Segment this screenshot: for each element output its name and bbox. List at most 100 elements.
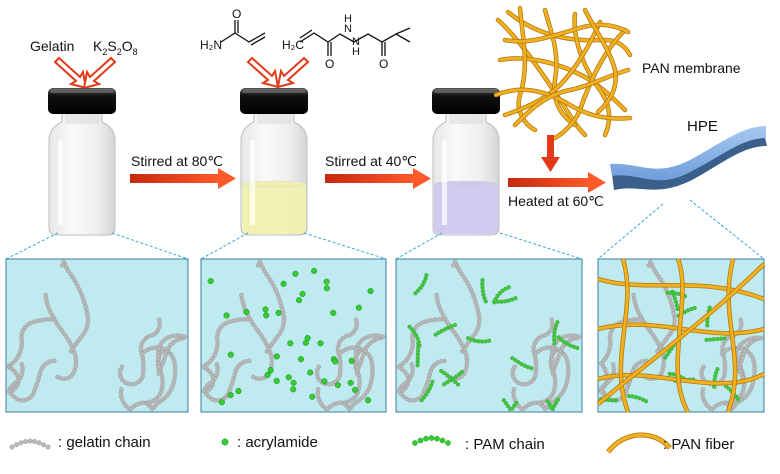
pam-bead (505, 403, 511, 409)
pam-bead (455, 382, 461, 387)
step-arrow-1 (130, 168, 236, 189)
pam-bead (513, 358, 518, 363)
acrylamide-dot (348, 357, 355, 364)
pam-bead (705, 323, 710, 328)
acrylamide-dot (367, 288, 374, 295)
gelatin-chains-1 (6, 259, 188, 412)
acrylamide-dots (207, 267, 374, 406)
pam-bead (441, 382, 447, 387)
bis-h2-label: H (352, 46, 360, 58)
acrylamide-dot (365, 397, 372, 404)
acrylamide-dot (317, 340, 324, 347)
pam-bead (454, 374, 459, 379)
bis-n1-label: N (344, 23, 352, 35)
pan-fiber (726, 258, 737, 413)
gelatin-bead (59, 263, 65, 268)
acrylamide-dot (352, 386, 359, 393)
pan-fiber-icon (606, 432, 672, 454)
pam-bead (482, 295, 487, 301)
pan-fiber (597, 262, 766, 406)
pan-membrane (493, 5, 633, 141)
pam-bead (626, 393, 632, 399)
pam-bead (424, 392, 429, 397)
acrylamide-dot (355, 304, 362, 311)
acrylamide-dot (334, 382, 341, 389)
gelatin-bead (239, 292, 244, 298)
gelatin-bead (144, 401, 150, 407)
pam-bead (671, 372, 676, 377)
acrylamide-dot (262, 306, 269, 313)
pam-bead (480, 281, 485, 286)
pam-bead (409, 327, 415, 332)
watermark-text: 头条号 / 纳米能源 (677, 454, 780, 470)
gelatin-bead (631, 292, 636, 298)
step-label-1: Stirred at 80℃ (131, 153, 223, 169)
pam-bead (480, 278, 485, 283)
acrylamide-dot (290, 386, 297, 393)
pam-bead (674, 303, 680, 308)
pan-fiber (619, 258, 630, 413)
membrane-fiber (503, 20, 602, 117)
pam-bead (506, 285, 511, 290)
pam-bead (415, 363, 420, 368)
pam-bead (555, 397, 561, 402)
pam-bead (480, 285, 485, 290)
acrylamide-dot (307, 369, 314, 376)
pam-bead (423, 276, 428, 281)
pam-bead (665, 352, 670, 357)
gelatin-bead (156, 317, 162, 323)
membrane-fiber (506, 10, 632, 57)
pan-fiber (597, 323, 765, 335)
membrane-fiber (583, 8, 618, 114)
pam-bead (442, 370, 447, 376)
pam-bead (715, 336, 720, 342)
acrylamide-dot (323, 285, 330, 292)
acrylamide-dot (207, 278, 214, 285)
gelatin-bead (353, 317, 359, 323)
pam-bead (433, 332, 438, 337)
acrylamide-dot (330, 309, 337, 316)
acrylamide-dot (218, 399, 225, 406)
acrylamide-dot (302, 339, 309, 346)
bis-n2-label: N (352, 36, 360, 48)
persulfate-label: K2S2O8 (93, 38, 138, 57)
membrane-fiber (503, 23, 630, 43)
vinyl-h2c-label: H₂C (282, 38, 304, 52)
pan-membrane-label: PAN membrane (642, 60, 741, 76)
pam-bead (707, 337, 713, 342)
acrylamide-dot (287, 340, 294, 347)
pam-bead (486, 338, 492, 343)
acrylamide-dot (347, 379, 354, 386)
pam-bead (415, 359, 420, 364)
vial-precursor (432, 88, 500, 236)
pam-bead (552, 334, 557, 339)
pam-bead (668, 290, 674, 295)
pam-bead (501, 398, 507, 403)
acrylamide-dot (309, 393, 316, 400)
step-arrow-3 (508, 172, 606, 193)
acrylamide-dot (263, 312, 270, 319)
gelatin-bead (342, 401, 347, 407)
reagent-arrows-step1 (53, 56, 117, 90)
vial-gelatin-monomer (240, 88, 308, 236)
step-arrow-2 (325, 168, 431, 189)
pam-bead (610, 397, 615, 403)
membrane-fiber (513, 68, 630, 127)
legend-label-acrylamide: : acrylamide (237, 434, 318, 451)
gelatin-bead (434, 292, 439, 298)
pam-bead (407, 324, 412, 329)
pam-bead (453, 379, 458, 385)
pam-chain-icon (412, 435, 451, 446)
pam-bead (497, 291, 502, 296)
acrylamide-dot (323, 278, 330, 285)
acrylamide-dot (299, 290, 306, 297)
vial-gelatin (48, 88, 116, 236)
pam-bead (663, 355, 668, 360)
pam-bead (713, 373, 718, 379)
pam-bead (415, 355, 420, 361)
pam-bead (444, 372, 450, 378)
pam-bead (417, 343, 422, 348)
pam-bead (459, 369, 465, 375)
gelatin-bead (646, 263, 651, 268)
